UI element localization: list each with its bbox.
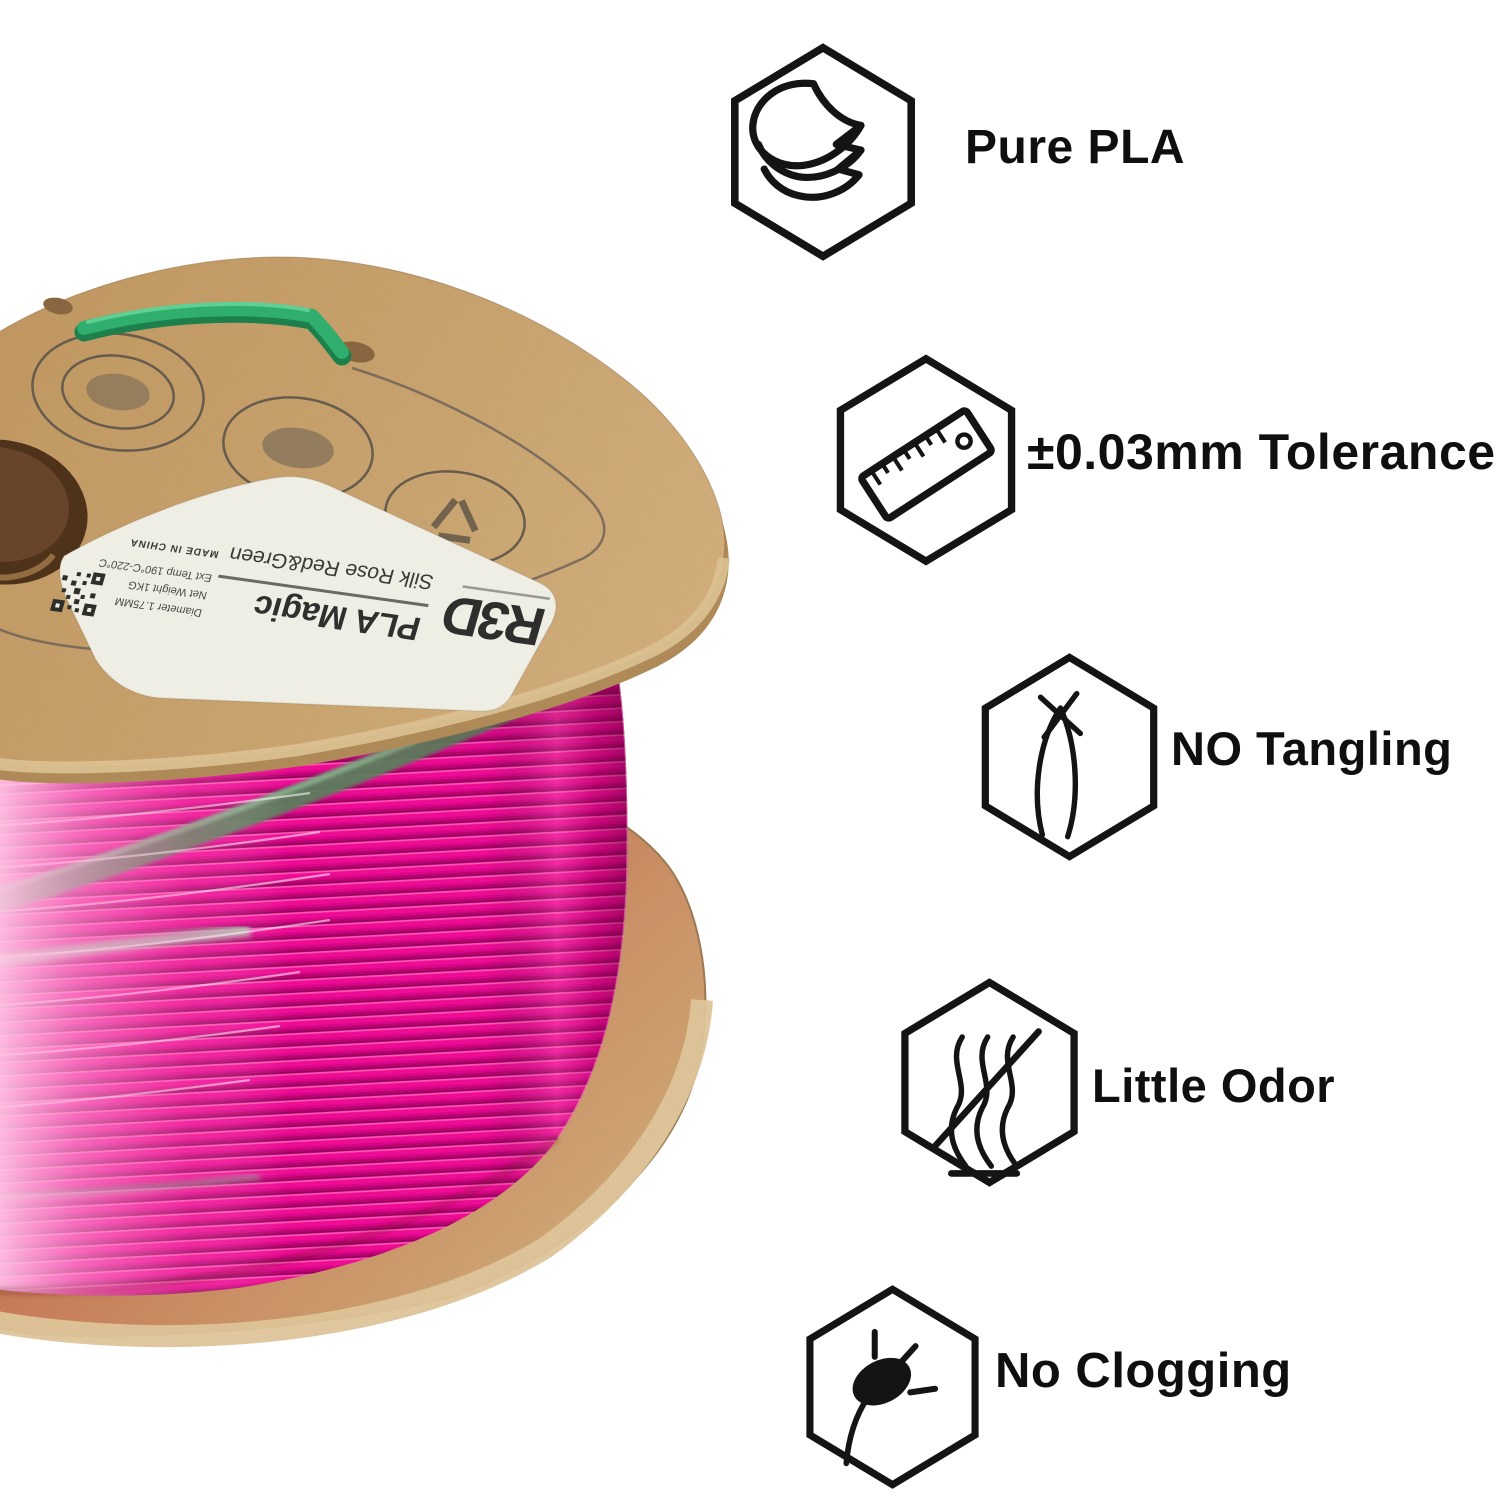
layers-icon xyxy=(731,43,915,261)
feature-label: NO Tangling xyxy=(1171,722,1453,775)
nozzle-clog-icon xyxy=(806,1285,979,1489)
feature-item-no-tangling: NO Tangling xyxy=(978,652,1500,862)
feature-label: No Clogging xyxy=(995,1344,1292,1398)
spool-label: R3D PLA Magic Silk Rose Red&Green Diamet… xyxy=(49,475,557,712)
feature-item-tolerance: ±0.03mm Tolerance xyxy=(834,349,1500,571)
clip-hole-left xyxy=(43,297,73,315)
feature-label: Little Odor xyxy=(1092,1059,1336,1112)
spool-center-hole xyxy=(0,439,88,585)
spool-stamp-icon xyxy=(31,332,205,452)
feature-item-no-clogging: No Clogging xyxy=(800,1284,1360,1490)
odor-waves-icon xyxy=(901,978,1078,1187)
ruler-icon xyxy=(836,354,1016,566)
qr-code xyxy=(49,571,106,617)
filament-loop-icon xyxy=(981,653,1158,861)
spool-top-decorations: R3D PLA Magic Silk Rose Red&Green Diamet… xyxy=(0,297,606,712)
feature-label: Pure PLA xyxy=(965,121,1186,174)
feature-item-pure-pla: Pure PLA xyxy=(728,42,1428,262)
green-filament-clip xyxy=(74,302,352,366)
feature-item-little-odor: Little Odor xyxy=(896,977,1456,1188)
feature-label: ±0.03mm Tolerance xyxy=(1027,424,1496,480)
